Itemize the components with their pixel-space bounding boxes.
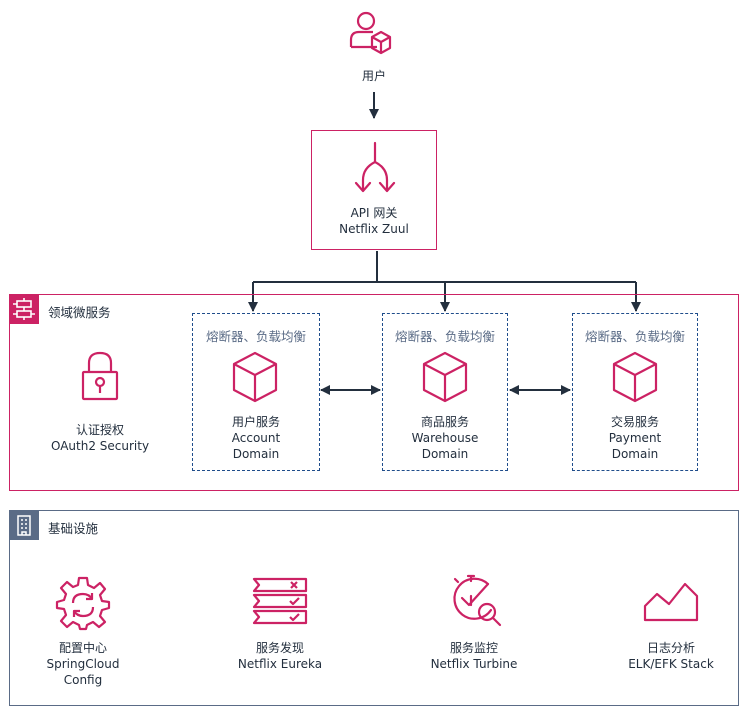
building-icon	[17, 515, 31, 536]
user-label: 用户	[361, 69, 386, 83]
cube-icon	[611, 350, 659, 404]
infra-group-icon	[9, 510, 39, 540]
user-node	[344, 8, 404, 58]
domain-group-title: 领域微服务	[48, 305, 111, 320]
cube-icon	[421, 350, 469, 404]
user-icon	[349, 11, 392, 55]
service-label-account: 用户服务 Account Domain	[231, 415, 281, 461]
infra-label-eureka: 服务发现 Netflix Eureka	[237, 641, 323, 671]
split-icon	[351, 140, 399, 196]
cube-icon	[231, 350, 279, 404]
service-box-payment	[572, 313, 698, 471]
domain-group	[9, 294, 739, 491]
service-tag-payment: 熔断器、负载均衡	[584, 329, 685, 344]
flow-icon	[13, 298, 35, 320]
monitor-icon	[444, 572, 504, 632]
gateway-label: API 网关 Netflix Zuul	[339, 206, 409, 236]
service-box-account	[192, 313, 320, 471]
infra-label-config: 配置中心 SpringCloud Config	[46, 641, 120, 687]
lock-icon	[80, 350, 120, 402]
auth-label: 认证授权 OAuth2 Security	[50, 423, 150, 453]
infra-group-title: 基础设施	[48, 521, 99, 536]
service-box-warehouse	[382, 313, 508, 471]
service-tag-account: 熔断器、负载均衡	[205, 329, 306, 344]
config-icon	[55, 575, 111, 631]
infra-group	[9, 510, 739, 706]
infra-label-turbine: 服务监控 Netflix Turbine	[430, 641, 518, 671]
area-chart-icon	[643, 580, 699, 624]
service-tag-warehouse: 熔断器、负载均衡	[394, 329, 495, 344]
domain-group-icon	[9, 294, 39, 324]
service-label-warehouse: 商品服务 Warehouse Domain	[411, 415, 479, 461]
registry-icon	[252, 576, 308, 630]
service-label-payment: 交易服务 Payment Domain	[608, 415, 662, 461]
infra-label-elk: 日志分析 ELK/EFK Stack	[628, 641, 714, 671]
